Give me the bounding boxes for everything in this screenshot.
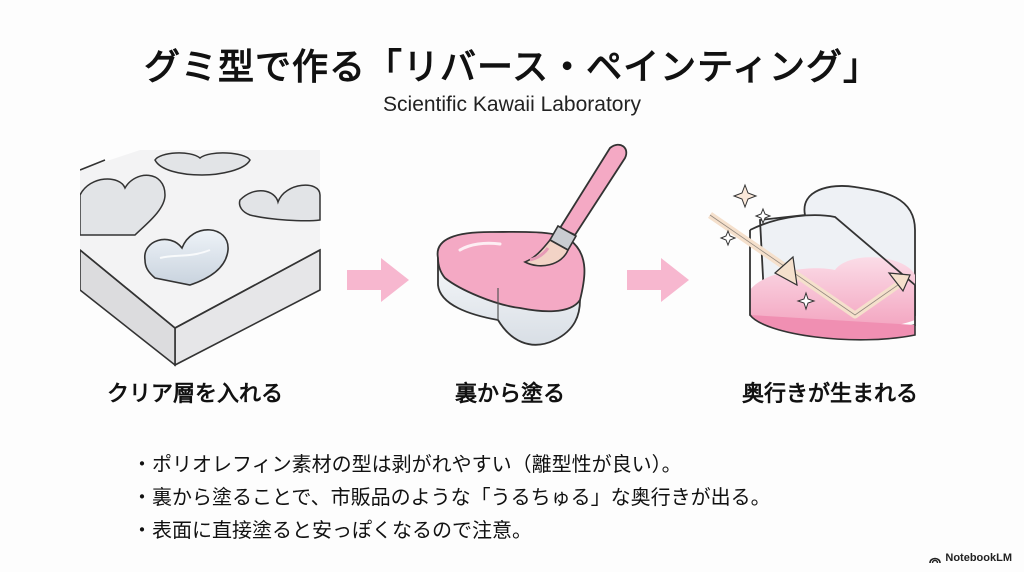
step-label-3: 奥行きが生まれる — [741, 382, 918, 407]
light-reflection-heart-illustration — [708, 183, 916, 341]
bullet-item: ・ポリオレフィン素材の型は剥がれやすい（離型性が良い）。 — [132, 448, 771, 481]
brand-watermark: NotebookLM — [929, 552, 1012, 564]
step-label-2: 裏から塗る — [454, 382, 565, 407]
notebooklm-logo-icon — [929, 557, 942, 563]
step-label-1: クリア層を入れる — [106, 382, 283, 407]
paintbrush-heart-illustration — [436, 143, 628, 346]
bullet-marker: ・ — [132, 452, 152, 476]
bullet-item: ・表面に直接塗ると安っぽくなるので注意。 — [132, 514, 771, 547]
bullet-marker: ・ — [132, 518, 152, 542]
page-title: グミ型で作る「リバース・ペインティング」 — [143, 47, 881, 88]
bullet-list: ・ポリオレフィン素材の型は剥がれやすい（離型性が良い）。 ・裏から塗ることで、市… — [132, 448, 771, 547]
arrow-right-icon — [347, 258, 409, 302]
heart-mold-tray-illustration — [80, 150, 321, 367]
bullet-marker: ・ — [132, 485, 152, 509]
page-subtitle: Scientific Kawaii Laboratory — [383, 93, 641, 116]
brand-label: NotebookLM — [945, 552, 1012, 564]
arrow-right-icon — [627, 258, 689, 302]
bullet-item: ・裏から塗ることで、市販品のような「うるちゅる」な奥行きが出る。 — [132, 481, 771, 514]
